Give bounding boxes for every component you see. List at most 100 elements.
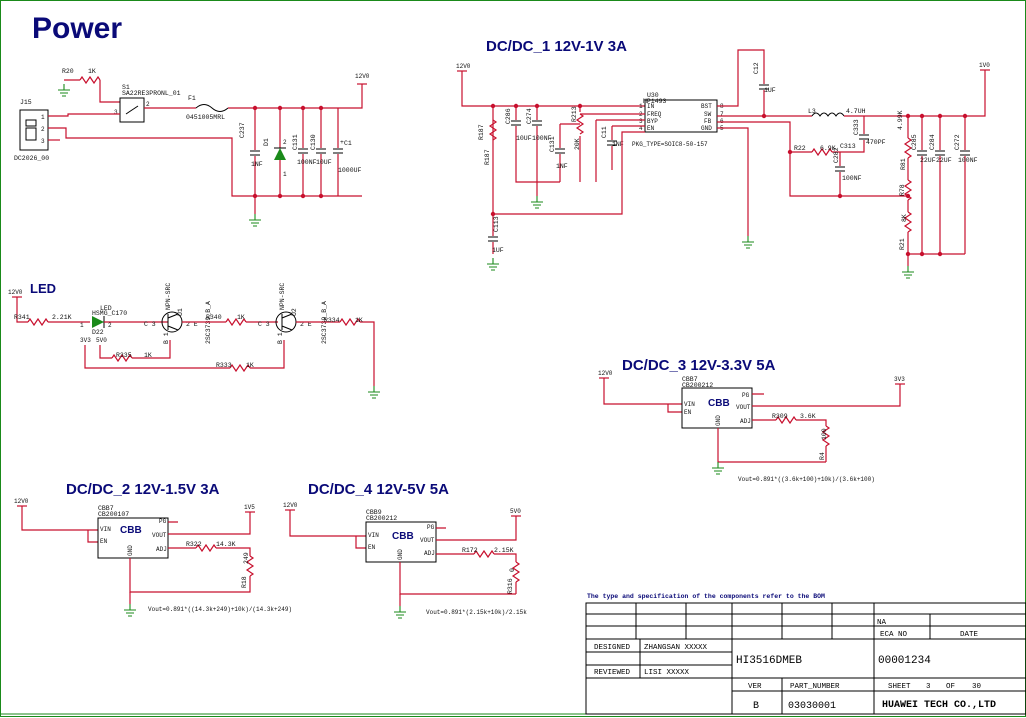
svg-text:14.3K: 14.3K	[216, 541, 236, 548]
j15-ref: J15	[20, 99, 32, 106]
svg-text:BST: BST	[701, 103, 712, 110]
page-title: Power	[32, 12, 122, 45]
svg-text:PG: PG	[159, 518, 167, 525]
dcdc3-section: DC/DC_3 12V-3.3V 5A 12V0 CBB CBB7 CB2002…	[598, 357, 905, 483]
svg-text:3.6K: 3.6K	[800, 413, 816, 420]
dcdc4-section: DC/DC_4 12V-5V 5A 12V0 CBB CBB9 CB200212…	[283, 481, 527, 619]
dcdc1-section: DC/DC_1 12V-1V 3A 12V0 U30 MP1493 IN FRE…	[456, 38, 990, 279]
svg-text:VIN: VIN	[100, 526, 111, 533]
svg-text:CBB7: CBB7	[98, 505, 114, 512]
svg-text:1NF: 1NF	[251, 161, 263, 168]
dcdc1-title: DC/DC_1 12V-1V 3A	[486, 38, 627, 55]
svg-text:100NF: 100NF	[842, 175, 862, 182]
svg-text:0451005MRL: 0451005MRL	[186, 114, 225, 121]
svg-text:MP1493: MP1493	[643, 98, 667, 105]
svg-text:1K: 1K	[355, 317, 363, 324]
led-title: LED	[30, 281, 56, 296]
svg-text:NPN-SRC: NPN-SRC	[165, 283, 172, 310]
led-section: LED 12V0 R341 2.21K LED HSMG_C170 D22 1 …	[8, 281, 381, 399]
svg-text:R20: R20	[62, 68, 74, 75]
dcdc4-formula: Vout=0.891*(2.15k+10k)/2.15k	[426, 609, 527, 616]
svg-text:R322: R322	[186, 541, 202, 548]
svg-text:R21: R21	[899, 238, 906, 250]
svg-text:R172: R172	[462, 547, 478, 554]
svg-text:R341: R341	[14, 314, 30, 321]
svg-text:EN: EN	[647, 125, 655, 132]
svg-text:12V0: 12V0	[598, 370, 613, 377]
j15-part: DC2026_00	[14, 155, 49, 162]
svg-text:CB200107: CB200107	[98, 511, 129, 518]
svg-text:1K: 1K	[88, 68, 96, 75]
svg-text:R22: R22	[794, 145, 806, 152]
svg-text:C1: C1	[344, 140, 352, 147]
svg-text:100NF: 100NF	[297, 159, 317, 166]
dcdc3-formula: Vout=0.891*((3.6k+100)+10k)/(3.6k+100)	[738, 476, 875, 483]
svg-text:U30: U30	[647, 92, 659, 99]
svg-text:1NF: 1NF	[556, 163, 568, 170]
svg-text:2: 2	[146, 101, 150, 108]
svg-text:3: 3	[926, 683, 931, 691]
svg-text:EN: EN	[100, 538, 108, 545]
svg-text:22UF: 22UF	[920, 157, 936, 164]
svg-text:4.99K: 4.99K	[897, 110, 904, 130]
svg-text:3: 3	[114, 109, 118, 116]
svg-text:EN: EN	[368, 544, 376, 551]
svg-text:12V0: 12V0	[14, 498, 29, 505]
svg-text:R18: R18	[241, 576, 248, 588]
svg-text:GND: GND	[397, 549, 404, 560]
svg-text:C272: C272	[954, 134, 961, 150]
svg-text:S1: S1	[122, 84, 130, 91]
svg-text:R309: R309	[772, 413, 788, 420]
svg-text:4.7UH: 4.7UH	[846, 108, 866, 115]
svg-text:C12: C12	[753, 62, 760, 74]
svg-text:1NF: 1NF	[612, 141, 624, 148]
svg-text:CB200212: CB200212	[682, 382, 713, 389]
svg-text:L3: L3	[808, 108, 816, 115]
power-input-section: J15 DC2026_00 1 2 3 R20 1K S1 SA22RE3PRO…	[14, 68, 370, 227]
dcdc4-title: DC/DC_4 12V-5V 5A	[308, 481, 449, 498]
svg-text:VIN: VIN	[684, 401, 695, 408]
svg-text:R4: R4	[819, 452, 826, 460]
dcdc3-title: DC/DC_3 12V-3.3V 5A	[622, 357, 776, 374]
svg-text:OF: OF	[946, 683, 955, 691]
svg-text:VOUT: VOUT	[420, 537, 435, 544]
svg-text:1K: 1K	[237, 314, 245, 321]
svg-text:R340: R340	[206, 314, 222, 321]
svg-text:LISI XXXXX: LISI XXXXX	[644, 669, 690, 677]
svg-text:PART_NUMBER: PART_NUMBER	[790, 683, 840, 691]
svg-text:100NF: 100NF	[532, 135, 552, 142]
svg-text:D1: D1	[263, 138, 270, 146]
svg-text:C313: C313	[840, 143, 856, 150]
svg-text:10UF: 10UF	[516, 135, 532, 142]
svg-text:BYP: BYP	[647, 118, 658, 125]
svg-text:2: 2	[41, 126, 45, 133]
svg-text:VOUT: VOUT	[152, 532, 167, 539]
svg-text:HSMG_C170: HSMG_C170	[92, 310, 127, 317]
svg-text:22UF: 22UF	[936, 157, 952, 164]
svg-text:C285: C285	[911, 134, 918, 150]
svg-text:FB: FB	[704, 118, 712, 125]
svg-text:LED: LED	[100, 305, 112, 312]
svg-text:R187: R187	[484, 149, 491, 165]
svg-text:B: B	[753, 701, 759, 712]
svg-text:EN: EN	[684, 409, 692, 416]
svg-text:ADJ: ADJ	[424, 550, 435, 557]
svg-text:3V3: 3V3	[80, 337, 91, 344]
svg-text:C274: C274	[526, 108, 533, 124]
svg-text:U2: U2	[291, 308, 298, 316]
cbb7b-block	[97, 517, 169, 559]
svg-text:DESIGNED: DESIGNED	[594, 644, 631, 652]
svg-text:CBB9: CBB9	[366, 509, 382, 516]
svg-text:R213: R213	[571, 106, 578, 122]
svg-text:B 1: B 1	[277, 332, 284, 344]
svg-text:C130: C130	[310, 134, 317, 150]
svg-text:R333: R333	[216, 362, 232, 369]
svg-text:470PF: 470PF	[866, 139, 886, 146]
svg-text:CB200212: CB200212	[366, 515, 397, 522]
svg-text:SA22RE3PRONL_01: SA22RE3PRONL_01	[122, 90, 181, 97]
svg-text:6.9K: 6.9K	[820, 145, 836, 152]
svg-text:R334: R334	[324, 317, 340, 324]
svg-text:PG: PG	[427, 524, 435, 531]
svg-text:R187: R187	[478, 124, 485, 140]
svg-text:ADJ: ADJ	[156, 546, 167, 553]
